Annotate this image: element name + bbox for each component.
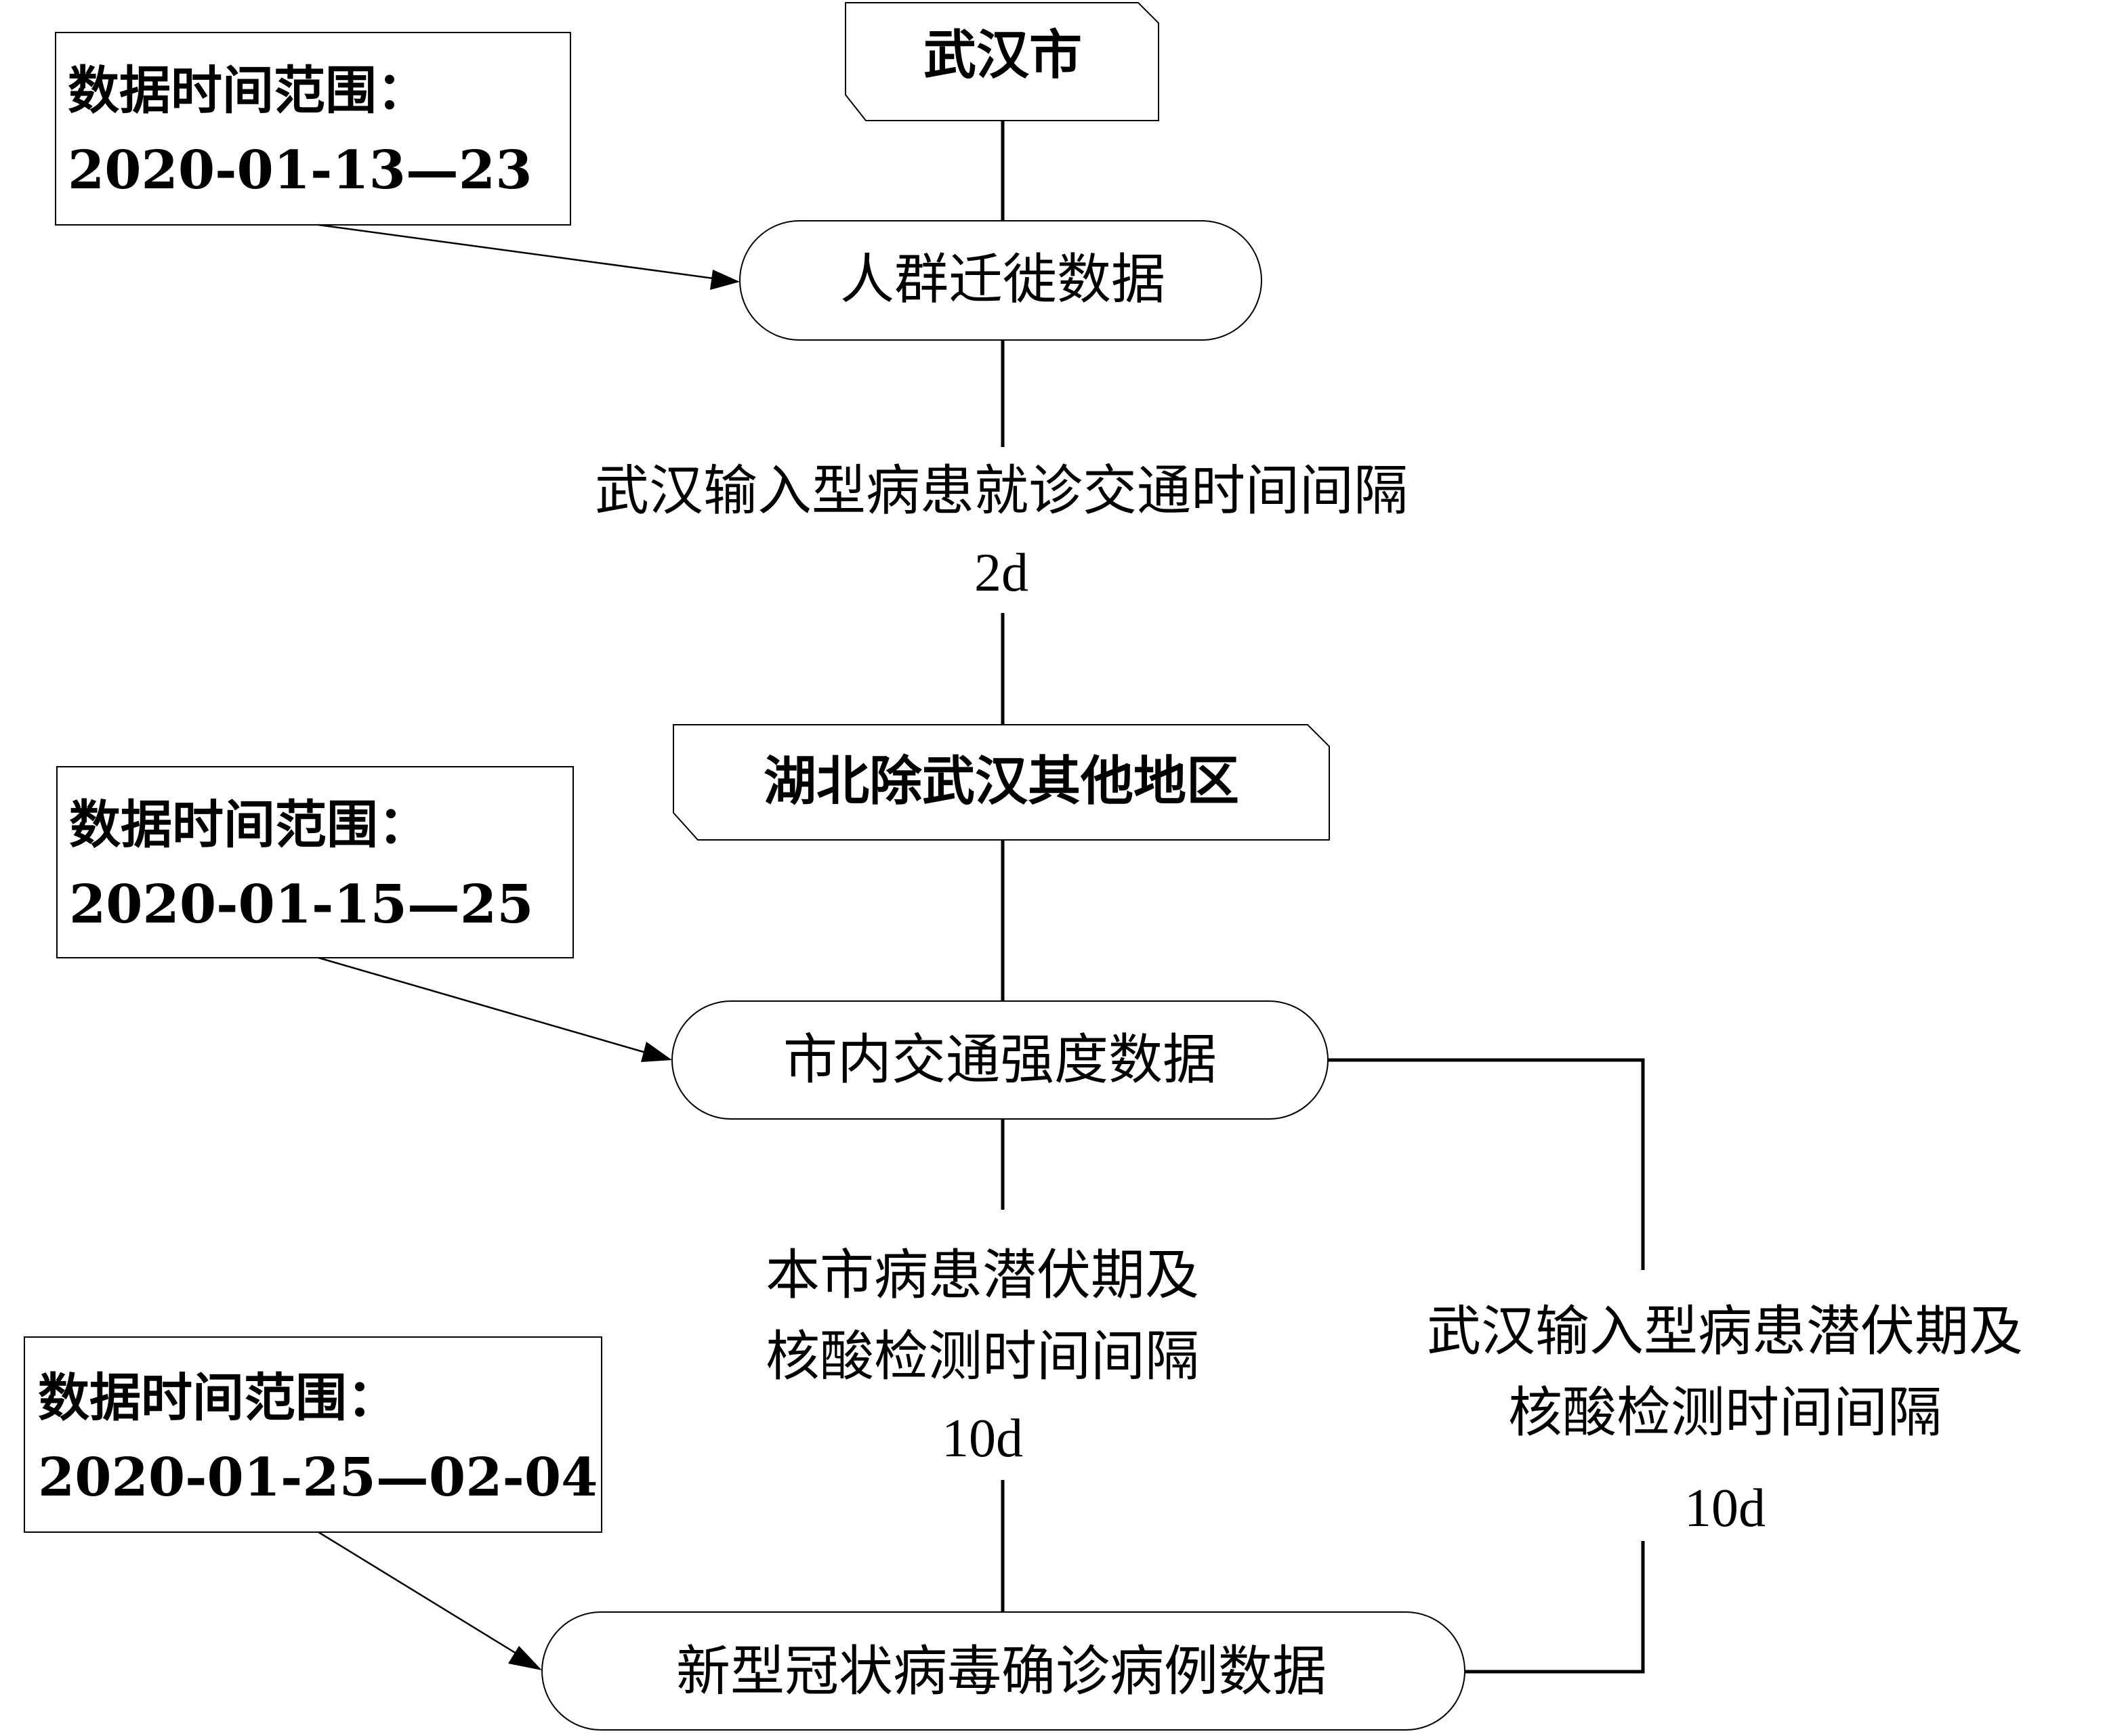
- interval-imported-incubation-value: 10d: [1684, 1479, 1766, 1538]
- note-range-2-arrowhead: [641, 1042, 672, 1062]
- interval-local: 本市病患潜伏期及 核酸检测时间间隔 10d: [766, 1244, 1199, 1468]
- note-range-1-pointer: [318, 224, 719, 280]
- interval-imported-incubation-line1: 武汉输入型病患潜伏期及: [1427, 1300, 2023, 1363]
- interval-wuhan-imported-label: 武汉输入型病患就诊交通时间间隔: [595, 459, 1408, 522]
- note-range-2-pointer: [318, 956, 651, 1055]
- node-wuhan: 武汉市: [845, 2, 1159, 121]
- interval-imported-incubation: 武汉输入型病患潜伏期及 核酸检测时间间隔 10d: [1427, 1300, 2023, 1538]
- interval-local-line1: 本市病患潜伏期及: [766, 1244, 1199, 1307]
- note-range-1-value: 2020-01-13—23: [68, 140, 532, 201]
- node-migration: 人群迁徙数据: [739, 220, 1262, 341]
- node-wuhan-label: 武汉市: [923, 24, 1082, 86]
- interval-local-line2: 核酸检测时间间隔: [766, 1325, 1199, 1388]
- note-range-2-value: 2020-01-15—25: [69, 874, 533, 935]
- node-cases-label: 新型冠状病毒确诊病例数据: [676, 1640, 1327, 1703]
- node-hubei-other: 湖北除武汉其他地区: [673, 724, 1330, 841]
- note-range-3-label: 数据时间范围：: [38, 1368, 398, 1428]
- node-traffic: 市内交通强度数据: [671, 1000, 1329, 1120]
- note-range-2: 数据时间范围： 2020-01-15—25: [56, 766, 574, 958]
- note-range-2-label: 数据时间范围：: [69, 795, 430, 855]
- interval-imported-incubation-line2: 核酸检测时间间隔: [1508, 1381, 1942, 1444]
- interval-local-value: 10d: [942, 1409, 1023, 1468]
- connector-traffic-right-branch: [1328, 1058, 1645, 1270]
- note-range-3-value: 2020-01-25—02-04: [38, 1447, 598, 1508]
- note-range-3-pointer: [318, 1531, 522, 1658]
- node-traffic-label: 市内交通强度数据: [783, 1028, 1217, 1091]
- node-cases: 新型冠状病毒确诊病例数据: [541, 1611, 1465, 1731]
- connector-right-branch-to-cases: [1465, 1541, 1645, 1674]
- note-range-1-label: 数据时间范围：: [68, 60, 428, 121]
- note-range-1: 数据时间范围： 2020-01-13—23: [55, 32, 571, 226]
- note-range-1-arrowhead: [710, 270, 740, 290]
- interval-wuhan-imported-value: 2d: [974, 543, 1028, 603]
- note-range-3-arrowhead: [508, 1646, 542, 1670]
- node-hubei-other-label: 湖北除武汉其他地区: [764, 750, 1239, 812]
- node-migration-label: 人群迁徙数据: [840, 248, 1165, 311]
- interval-wuhan-imported: 武汉输入型病患就诊交通时间间隔 2d: [595, 459, 1408, 603]
- note-range-3: 数据时间范围： 2020-01-25—02-04: [24, 1336, 602, 1533]
